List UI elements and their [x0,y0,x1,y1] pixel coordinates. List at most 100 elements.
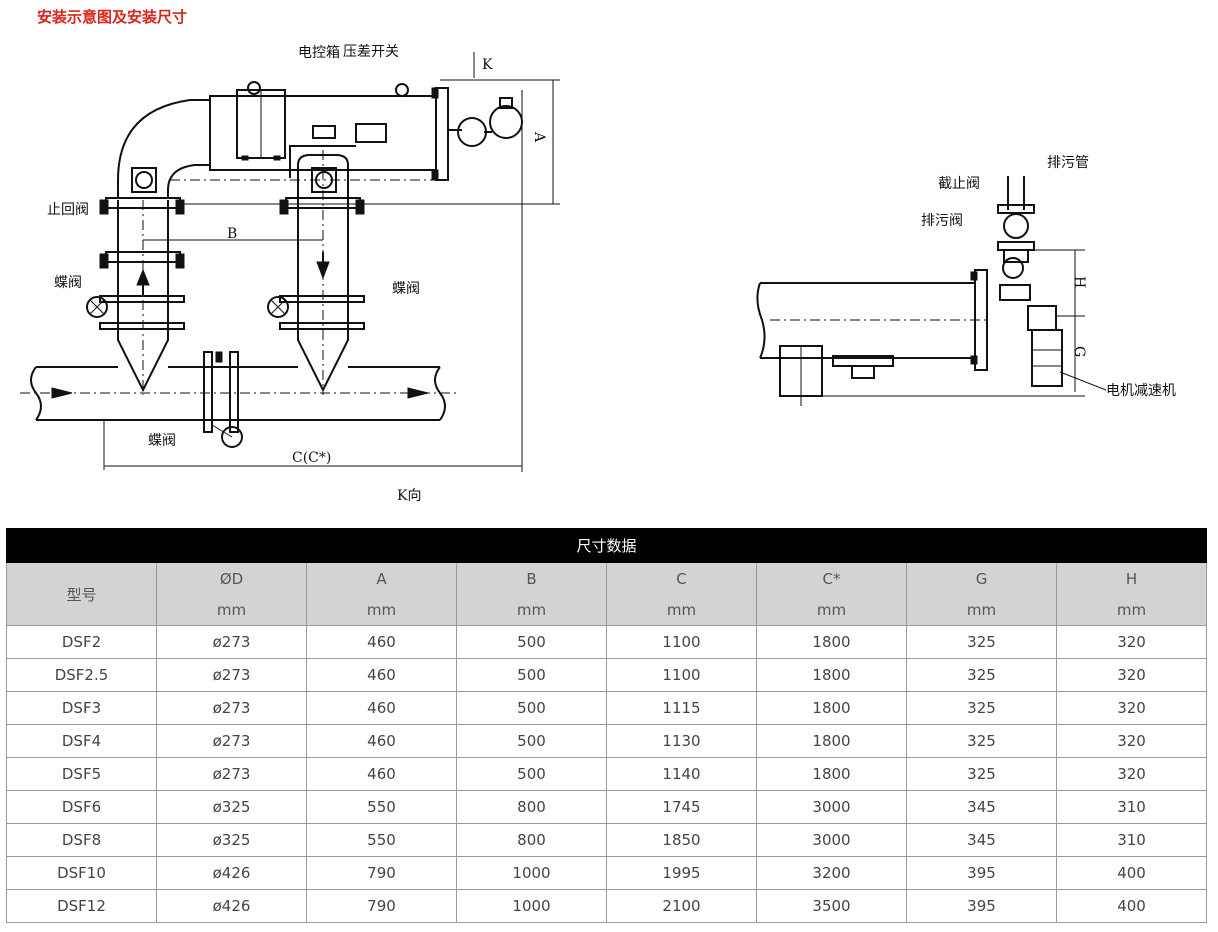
label-butterfly-bottom: 蝶阀 [148,433,176,449]
table-cell: 1745 [606,790,757,824]
column-header: C [606,562,757,594]
table-cell: 500 [456,724,607,758]
butterfly-valve-icons [86,296,289,448]
label-butterfly-left: 蝶阀 [54,275,82,291]
table-cell: ø273 [156,625,307,659]
outlet-leg [279,150,365,395]
dimension-lines [103,52,560,472]
table-cell: 790 [306,856,457,890]
drain-assembly [997,176,1085,392]
table-cell: DSF8 [6,823,157,857]
table-cell: ø273 [156,691,307,725]
table-cell: DSF12 [6,889,157,923]
table-cell: ø325 [156,823,307,857]
label-dim-b: B [227,226,237,242]
table-cell: 320 [1055,691,1208,725]
table-cell: DSF5 [6,757,157,791]
table-cell: 395 [906,856,1057,890]
table-cell: 1000 [456,889,607,923]
table-cell: 320 [1055,757,1208,791]
table-cell: DSF6 [6,790,157,824]
table-cell: 1800 [756,658,907,692]
table-cell: 345 [906,823,1057,857]
table-cell: 1995 [606,856,757,890]
column-unit: mm [756,594,907,626]
table-cell: 1140 [606,757,757,791]
table-cell: 460 [306,757,457,791]
label-dim-c: C(C*) [292,450,331,466]
motor-reducer [1027,305,1085,387]
table-cell: 325 [906,724,1057,758]
column-header: B [456,562,607,594]
table-cell: 550 [306,823,457,857]
table-cell: 3200 [756,856,907,890]
column-unit: mm [1055,594,1208,626]
column-unit: mm [306,594,457,626]
table-cell: 320 [1055,658,1208,692]
table-cell: DSF2 [6,625,157,659]
control-box [236,89,286,161]
label-dim-g: G [1071,346,1087,357]
label-butterfly-right: 蝶阀 [392,281,420,297]
label-control-box: 电控箱 [298,45,340,61]
label-k: K [482,57,493,73]
column-header: 型号 [6,562,157,626]
table-cell: 1100 [606,658,757,692]
table-cell: 2100 [606,889,757,923]
table-cell: DSF3 [6,691,157,725]
table-cell: 550 [306,790,457,824]
table-cell: ø426 [156,856,307,890]
column-header: A [306,562,457,594]
table-cell: 1800 [756,691,907,725]
inlet-leg [99,197,185,395]
label-pressure-switch: 压差开关 [343,44,399,60]
label-motor-reducer: 电机减速机 [1106,383,1176,399]
table-cell: 500 [456,625,607,659]
table-cell: 325 [906,757,1057,791]
table-cell: 325 [906,658,1057,692]
table-cell: 1130 [606,724,757,758]
table-cell: ø426 [156,889,307,923]
column-header: C* [756,562,907,594]
table-cell: 500 [456,757,607,791]
table-title: 尺寸数据 [5,528,1208,563]
table-cell: 1800 [756,724,907,758]
table-cell: 310 [1055,790,1208,824]
label-drain-valve: 排污阀 [921,213,963,229]
table-cell: 1100 [606,625,757,659]
table-cell: 1800 [756,625,907,659]
label-drain-pipe: 排污管 [1047,155,1089,171]
label-check-valve: 止回阀 [47,202,89,218]
table-cell: 800 [456,790,607,824]
k-view-pipe [756,269,1085,406]
table-cell: 325 [906,625,1057,659]
motor-leader-line [1059,371,1107,391]
column-unit: mm [156,594,307,626]
label-stop-valve: 截止阀 [938,176,980,192]
table-cell: 1115 [606,691,757,725]
column-unit: mm [456,594,607,626]
column-header: ØD [156,562,307,594]
elbow [117,99,210,198]
table-cell: 800 [456,823,607,857]
table-cell: 1800 [756,757,907,791]
table-cell: 1000 [456,856,607,890]
table-cell: 3000 [756,790,907,824]
table-cell: 1850 [606,823,757,857]
filter-body [170,81,523,181]
label-dim-a: A [531,131,547,143]
table-cell: 325 [906,691,1057,725]
pressure-switch [289,123,387,178]
table-cell: 790 [306,889,457,923]
column-unit: mm [606,594,757,626]
table-cell: ø273 [156,757,307,791]
table-cell: 460 [306,658,457,692]
